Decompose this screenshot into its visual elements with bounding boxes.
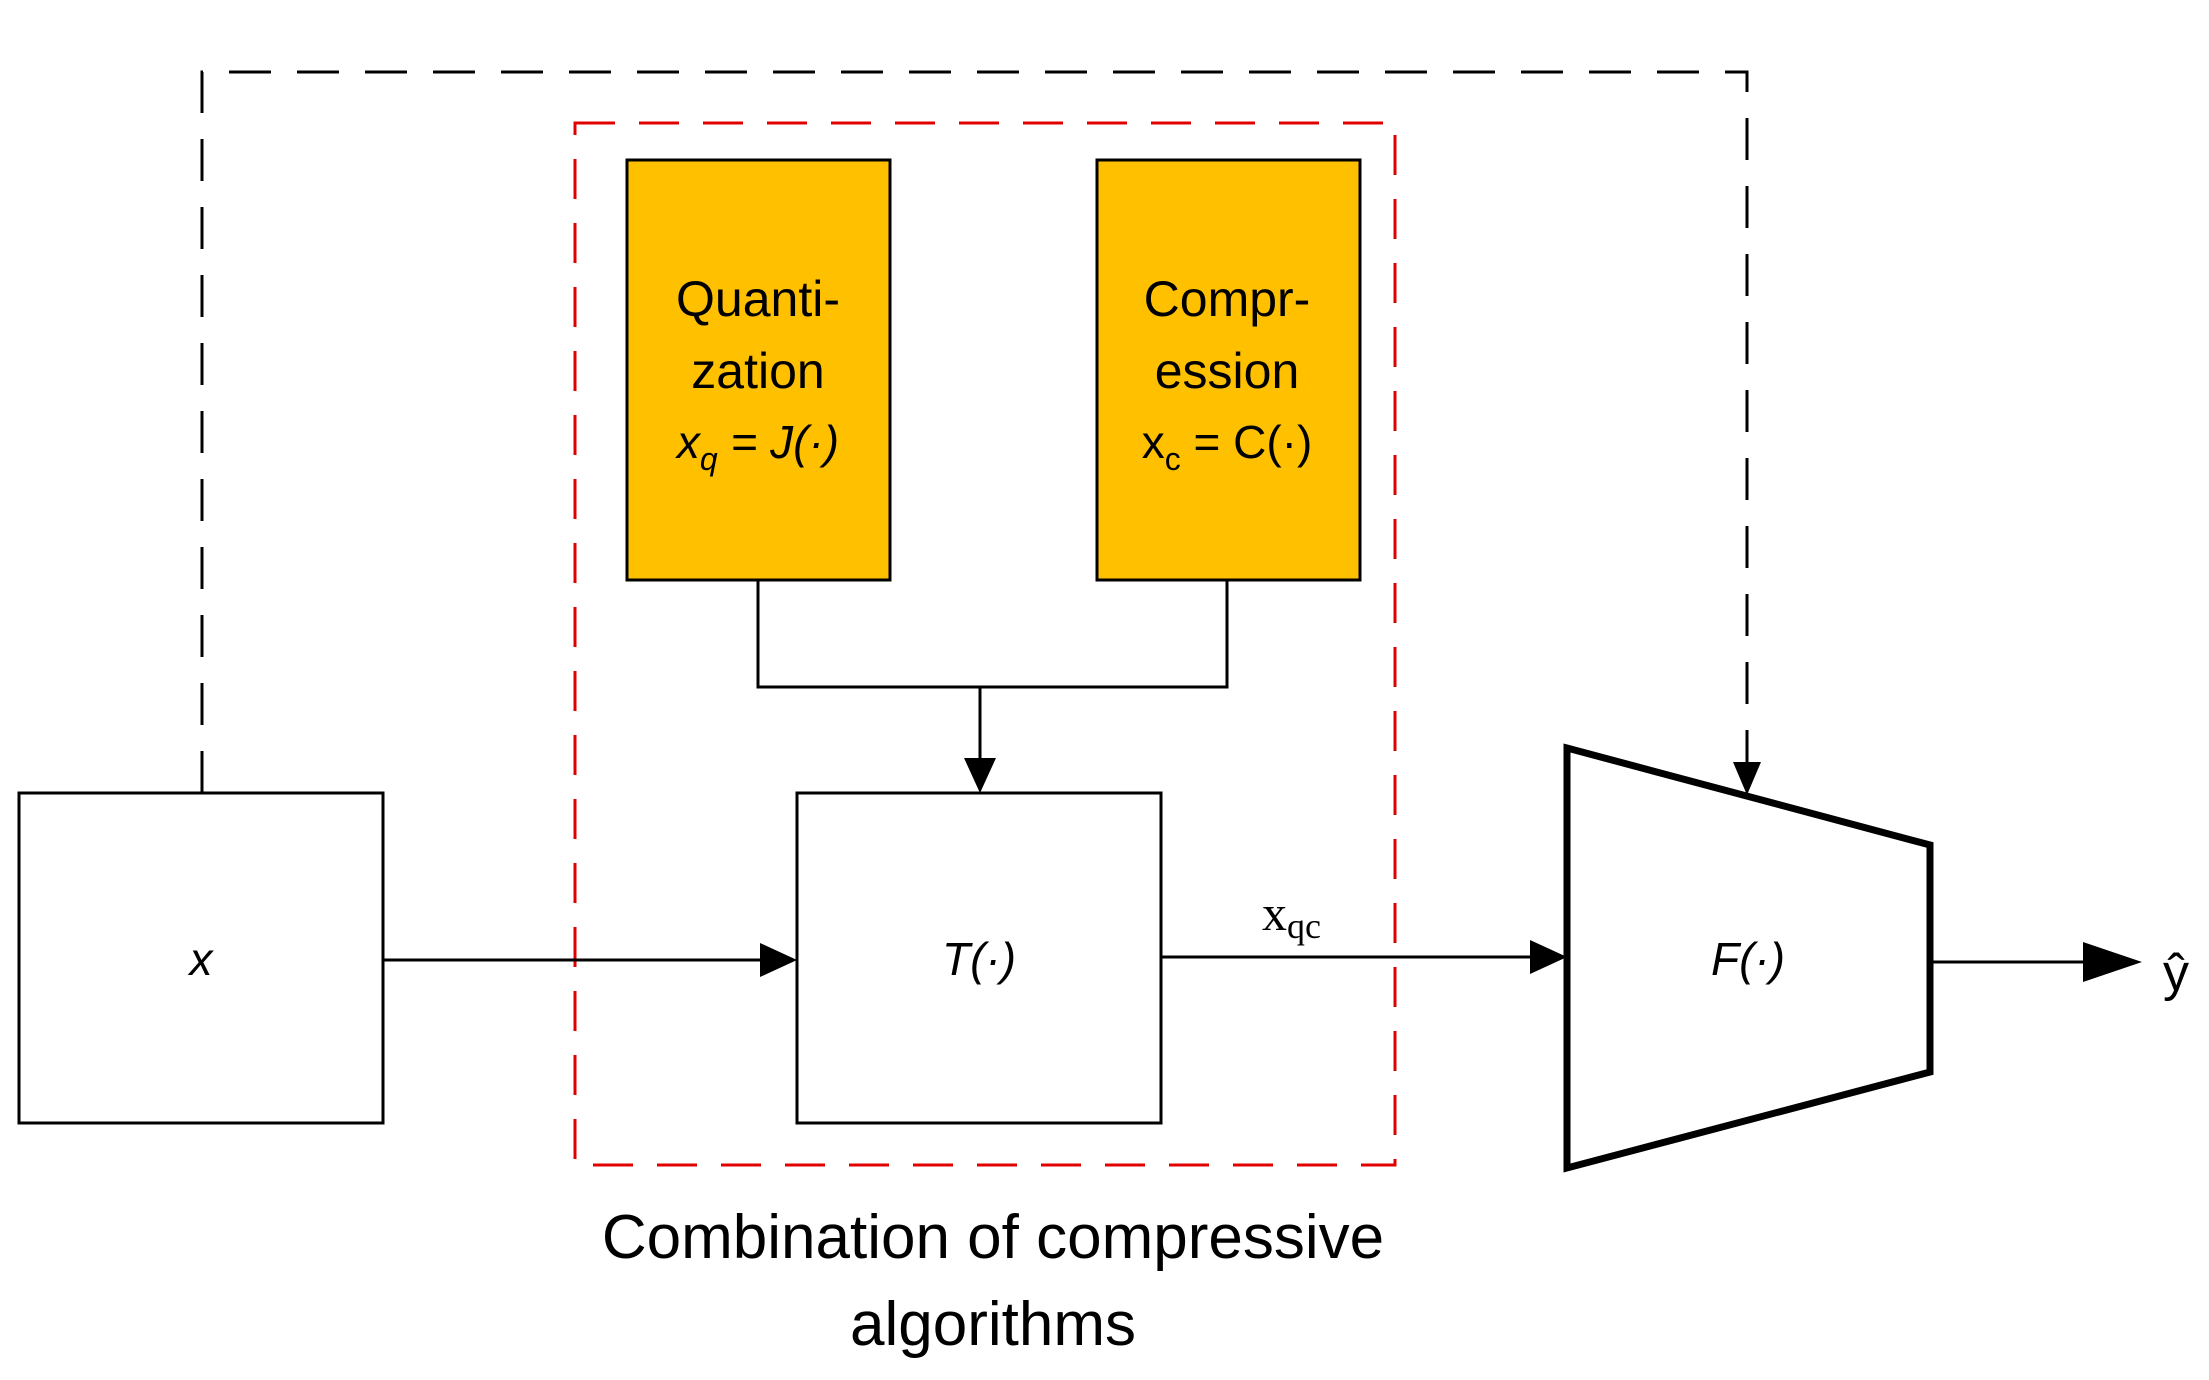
group-caption-line2: algorithms — [850, 1290, 1136, 1359]
quantization-line1: Quanti- — [676, 271, 840, 327]
input-block-label: x — [188, 933, 215, 985]
quantization-block: Quanti- zation xq = J(·) — [625, 158, 892, 582]
transform-block: T(·) — [795, 791, 1163, 1125]
quantization-formula: xq = J(·) — [675, 416, 839, 477]
compression-line2: ession — [1155, 343, 1300, 399]
skip-connection-dashed-line — [200, 70, 1749, 793]
compressed-signal-label: xqc — [1262, 885, 1321, 946]
group-caption-line1: Combination of compressive — [602, 1203, 1384, 1272]
skip-connection-arrowhead — [1733, 762, 1761, 795]
compression-block: Compr- ession xc = C(·) — [1095, 158, 1362, 582]
merge-connector-line — [756, 580, 1229, 689]
input-to-transform-arrowhead — [760, 943, 797, 977]
quantization-line2: zation — [691, 343, 824, 399]
output-label: ŷ — [2163, 944, 2189, 1002]
merge-arrowhead — [964, 758, 996, 793]
model-block-label: F(·) — [1711, 933, 1785, 985]
transform-to-model-arrowhead — [1530, 940, 1567, 974]
compression-line1: Compr- — [1144, 271, 1311, 327]
model-block: F(·) — [1563, 743, 1934, 1173]
compressive-group-boundary — [573, 121, 1397, 1167]
model-to-output-arrowhead — [2083, 942, 2142, 982]
compression-formula: xc = C(·) — [1142, 416, 1313, 477]
input-block: x — [17, 791, 385, 1125]
transform-block-label: T(·) — [942, 933, 1016, 985]
